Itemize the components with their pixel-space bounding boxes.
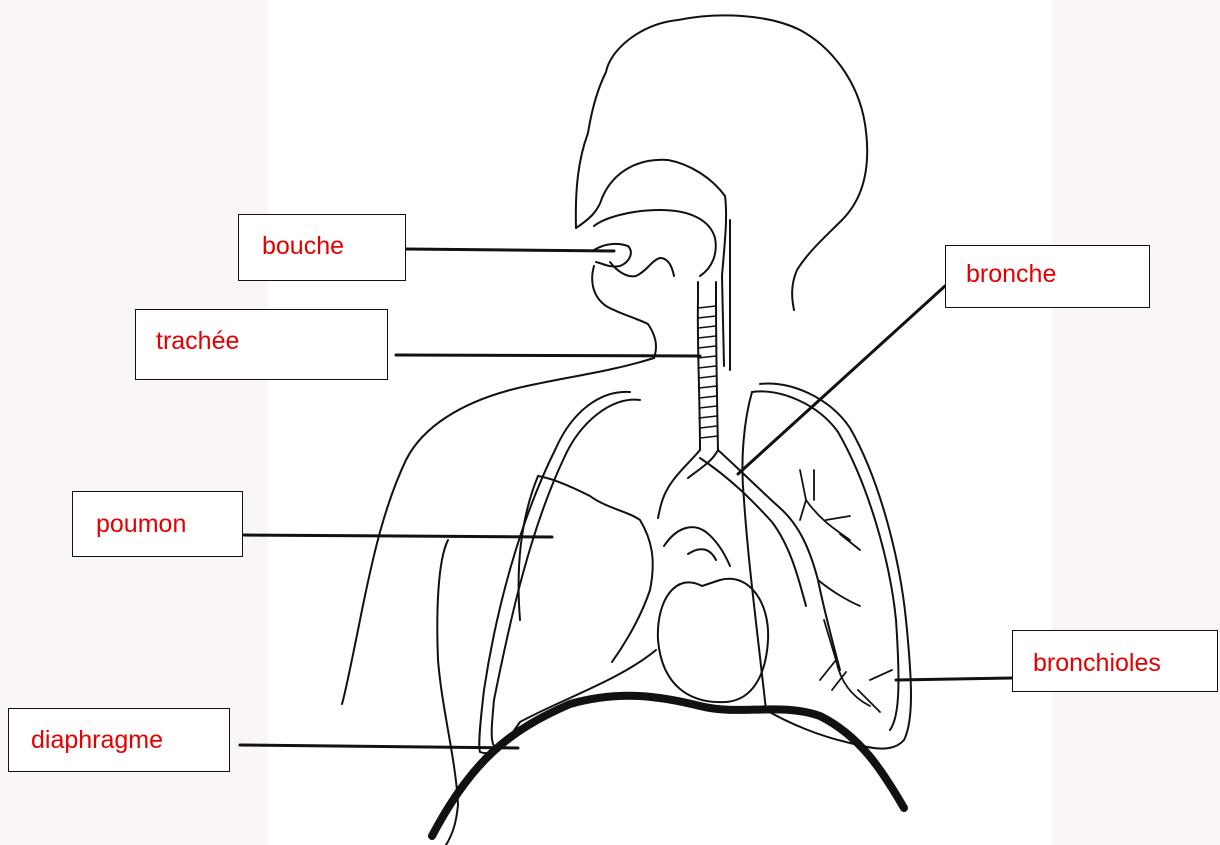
leader-poumon xyxy=(244,535,552,537)
leader-bouche xyxy=(406,249,614,251)
right-lung-outer xyxy=(760,383,911,748)
leader-diaphragme xyxy=(240,745,518,748)
label-bronchioles-text: bronchioles xyxy=(1033,649,1161,677)
leader-trachee xyxy=(396,355,700,356)
mouth-outline xyxy=(594,244,674,276)
label-bouche: bouche xyxy=(238,214,406,281)
left-lung-lobe xyxy=(538,476,653,662)
leader-bronchioles xyxy=(896,678,1012,680)
chin-outline xyxy=(592,266,656,358)
label-bronchioles: bronchioles xyxy=(1012,630,1218,692)
label-trachee-text: trachée xyxy=(156,327,239,355)
heart xyxy=(658,527,768,702)
leader-bronche xyxy=(738,286,945,474)
label-bouche-text: bouche xyxy=(262,232,344,260)
left-shoulder xyxy=(342,358,654,704)
label-poumon-text: poumon xyxy=(96,510,186,538)
right-lung-medial xyxy=(742,392,766,710)
left-bronchus xyxy=(658,450,718,518)
face-outline xyxy=(576,160,726,276)
bronchioles-tree xyxy=(800,470,892,712)
right-bronchus xyxy=(700,450,840,670)
label-bronche-text: bronche xyxy=(966,260,1056,288)
label-poumon: poumon xyxy=(72,491,243,557)
label-trachee: trachée xyxy=(135,309,388,380)
esophagus xyxy=(722,220,730,370)
label-bronche: bronche xyxy=(945,245,1150,308)
label-diaphragme: diaphragme xyxy=(8,708,230,772)
label-diaphragme-text: diaphragme xyxy=(31,726,163,754)
diaphragm-curve xyxy=(432,696,904,836)
trachea-rings xyxy=(698,306,718,438)
